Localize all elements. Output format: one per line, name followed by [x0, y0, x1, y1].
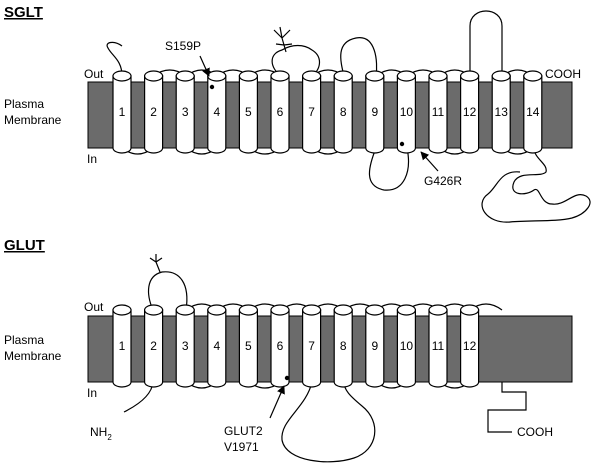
sglt-helix-1: 1 — [112, 70, 132, 154]
glut-helix-9: 9 — [365, 304, 385, 388]
glut-helix-8: 8 — [333, 304, 353, 388]
glut-helix-label: 4 — [213, 339, 220, 353]
sglt-helix-14: 14 — [523, 70, 543, 154]
sglt-mutation-s159p-label: S159P — [165, 39, 201, 53]
sglt-helix-label: 8 — [340, 105, 347, 119]
glut-in-label: In — [87, 386, 97, 400]
glut-membrane-label-line2: Membrane — [4, 349, 62, 363]
sglt-helix-label: 9 — [371, 105, 378, 119]
glut-helix-label: 10 — [400, 339, 414, 353]
sglt-helix-label: 10 — [400, 105, 414, 119]
sglt-title: SGLT — [4, 4, 43, 21]
sglt-helix-label: 14 — [526, 105, 540, 119]
sglt-in-label: In — [87, 152, 97, 166]
sglt-membrane-label-line2: Membrane — [4, 113, 62, 127]
sglt-membrane-label-line1: Plasma — [4, 97, 44, 111]
sglt-mutation-g426r-arrow — [420, 151, 439, 172]
sglt-helix-7: 7 — [302, 70, 322, 154]
sglt-membrane — [87, 81, 573, 149]
glut-helix-2: 2 — [144, 304, 164, 388]
glut-out-label: Out — [84, 300, 104, 314]
sglt-helix-12: 12 — [460, 70, 480, 154]
sglt-cooh-label: COOH — [545, 67, 581, 81]
glut-title: GLUT — [4, 237, 45, 254]
sglt-helix-10: 10 — [396, 70, 416, 154]
sglt-helix-4: 4 — [207, 70, 227, 154]
sglt-panel: SGLT Out In Plasma Membrane COOH — [4, 4, 591, 223]
sglt-mutation-s159p-arrow — [199, 55, 210, 77]
glut-helix-11: 11 — [428, 304, 448, 388]
glut-helix-7: 7 — [302, 304, 322, 388]
glut-cooh-label: COOH — [517, 425, 553, 439]
glut-mutation: GLUT2 V1971 — [224, 375, 290, 454]
sglt-helix-label: 1 — [119, 105, 126, 119]
glut-membrane-label-line1: Plasma — [4, 333, 44, 347]
glut-helix-label: 2 — [150, 339, 157, 353]
glut-helix-12: 12 — [460, 304, 480, 388]
glut-helix-label: 3 — [182, 339, 189, 353]
sglt-helix-label: 5 — [245, 105, 252, 119]
sglt-out-label: Out — [84, 67, 104, 81]
sglt-helix-label: 2 — [150, 105, 157, 119]
glut-helix-6: 6 — [270, 304, 290, 388]
sglt-helix-label: 7 — [308, 105, 315, 119]
sglt-helix-13: 13 — [491, 70, 511, 154]
glut-helix-label: 1 — [119, 339, 126, 353]
glut-membrane — [87, 315, 573, 383]
sglt-helix-9: 9 — [365, 70, 385, 154]
sglt-mutation-g426r-dot — [399, 141, 405, 147]
sglt-helix-label: 11 — [432, 105, 445, 119]
glut-helix-4: 4 — [207, 304, 227, 388]
glut-panel: GLUT Out In Plasma Membrane — [4, 237, 573, 463]
glut-helix-label: 7 — [308, 339, 315, 353]
glut-helix-5: 5 — [238, 304, 258, 388]
glut-helix-10: 10 — [396, 304, 416, 388]
sglt-helix-label: 4 — [213, 105, 220, 119]
sglt-mutation-g426r-label: G426R — [424, 174, 462, 188]
sglt-mutations: S159P G426R — [165, 39, 462, 188]
sglt-helix-3: 3 — [175, 70, 195, 154]
glut-mutation-arrow — [269, 385, 285, 419]
glut-mutation-label-line2: V1971 — [224, 440, 259, 454]
glut-helix-label: 5 — [245, 339, 252, 353]
glut-mutation-label-line1: GLUT2 — [224, 424, 263, 438]
sglt-mutation-s159p-dot — [209, 84, 215, 90]
sglt-helix-11: 11 — [428, 70, 448, 154]
sglt-helix-label: 12 — [463, 105, 477, 119]
sglt-helix-label: 6 — [277, 105, 284, 119]
sglt-helix-8: 8 — [333, 70, 353, 154]
sglt-helix-2: 2 — [144, 70, 164, 154]
glut-helix-label: 12 — [463, 339, 477, 353]
glut-helix-label: 8 — [340, 339, 347, 353]
glut-nh2-label: NH2 — [90, 425, 112, 442]
sglt-helix-label: 3 — [182, 105, 189, 119]
glut-helix-label: 9 — [371, 339, 378, 353]
glut-helix-label: 6 — [277, 339, 284, 353]
glut-helix-1: 1 — [112, 304, 132, 388]
glut-mutation-dot — [284, 375, 290, 381]
glut-helix-label: 11 — [432, 339, 445, 353]
sglt-helix-5: 5 — [238, 70, 258, 154]
sglt-helix-6: 6 — [270, 70, 290, 154]
sglt-helix-label: 13 — [495, 105, 509, 119]
glut-helix-3: 3 — [175, 304, 195, 388]
